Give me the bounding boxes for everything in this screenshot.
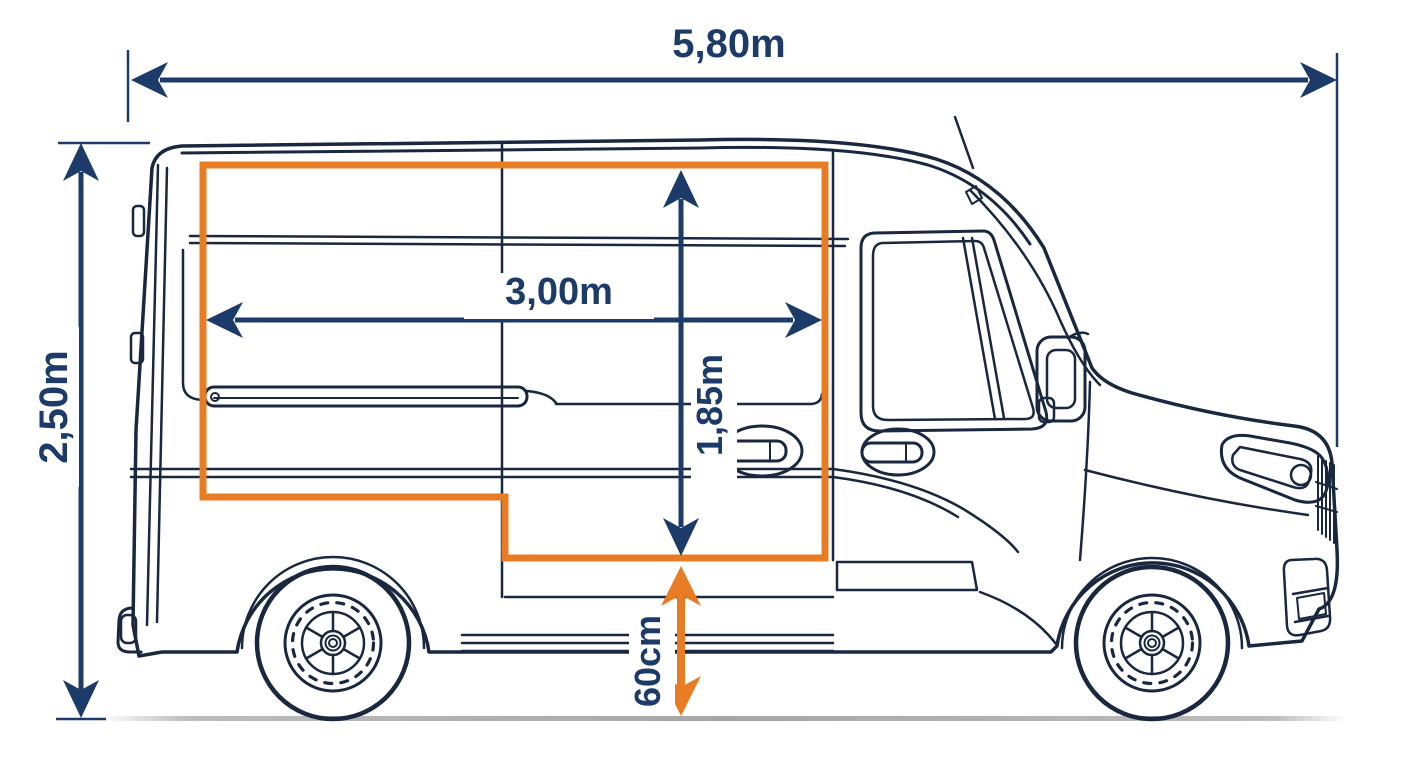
ground-line: [100, 716, 1348, 721]
cargo-height-dimension-arrow: [663, 170, 699, 556]
overall-height-dimension-arrow: [56, 141, 150, 721]
cargo-area-outline: [199, 161, 829, 562]
cargo-height-label: 1,85m: [689, 330, 737, 480]
loading-height-label: 60cm: [627, 606, 675, 716]
rear-wheel: [257, 567, 409, 719]
overall-length-dimension-arrow: [126, 50, 1339, 447]
cargo-length-dimension-arrow: [206, 302, 822, 338]
cargo-length-label: 3,00m: [464, 272, 654, 319]
side-mirror: [1035, 331, 1090, 424]
overall-length-label: 5,80m: [629, 23, 829, 69]
front-wheel: [1076, 567, 1228, 719]
overall-height-label: 2,50m: [32, 327, 79, 487]
